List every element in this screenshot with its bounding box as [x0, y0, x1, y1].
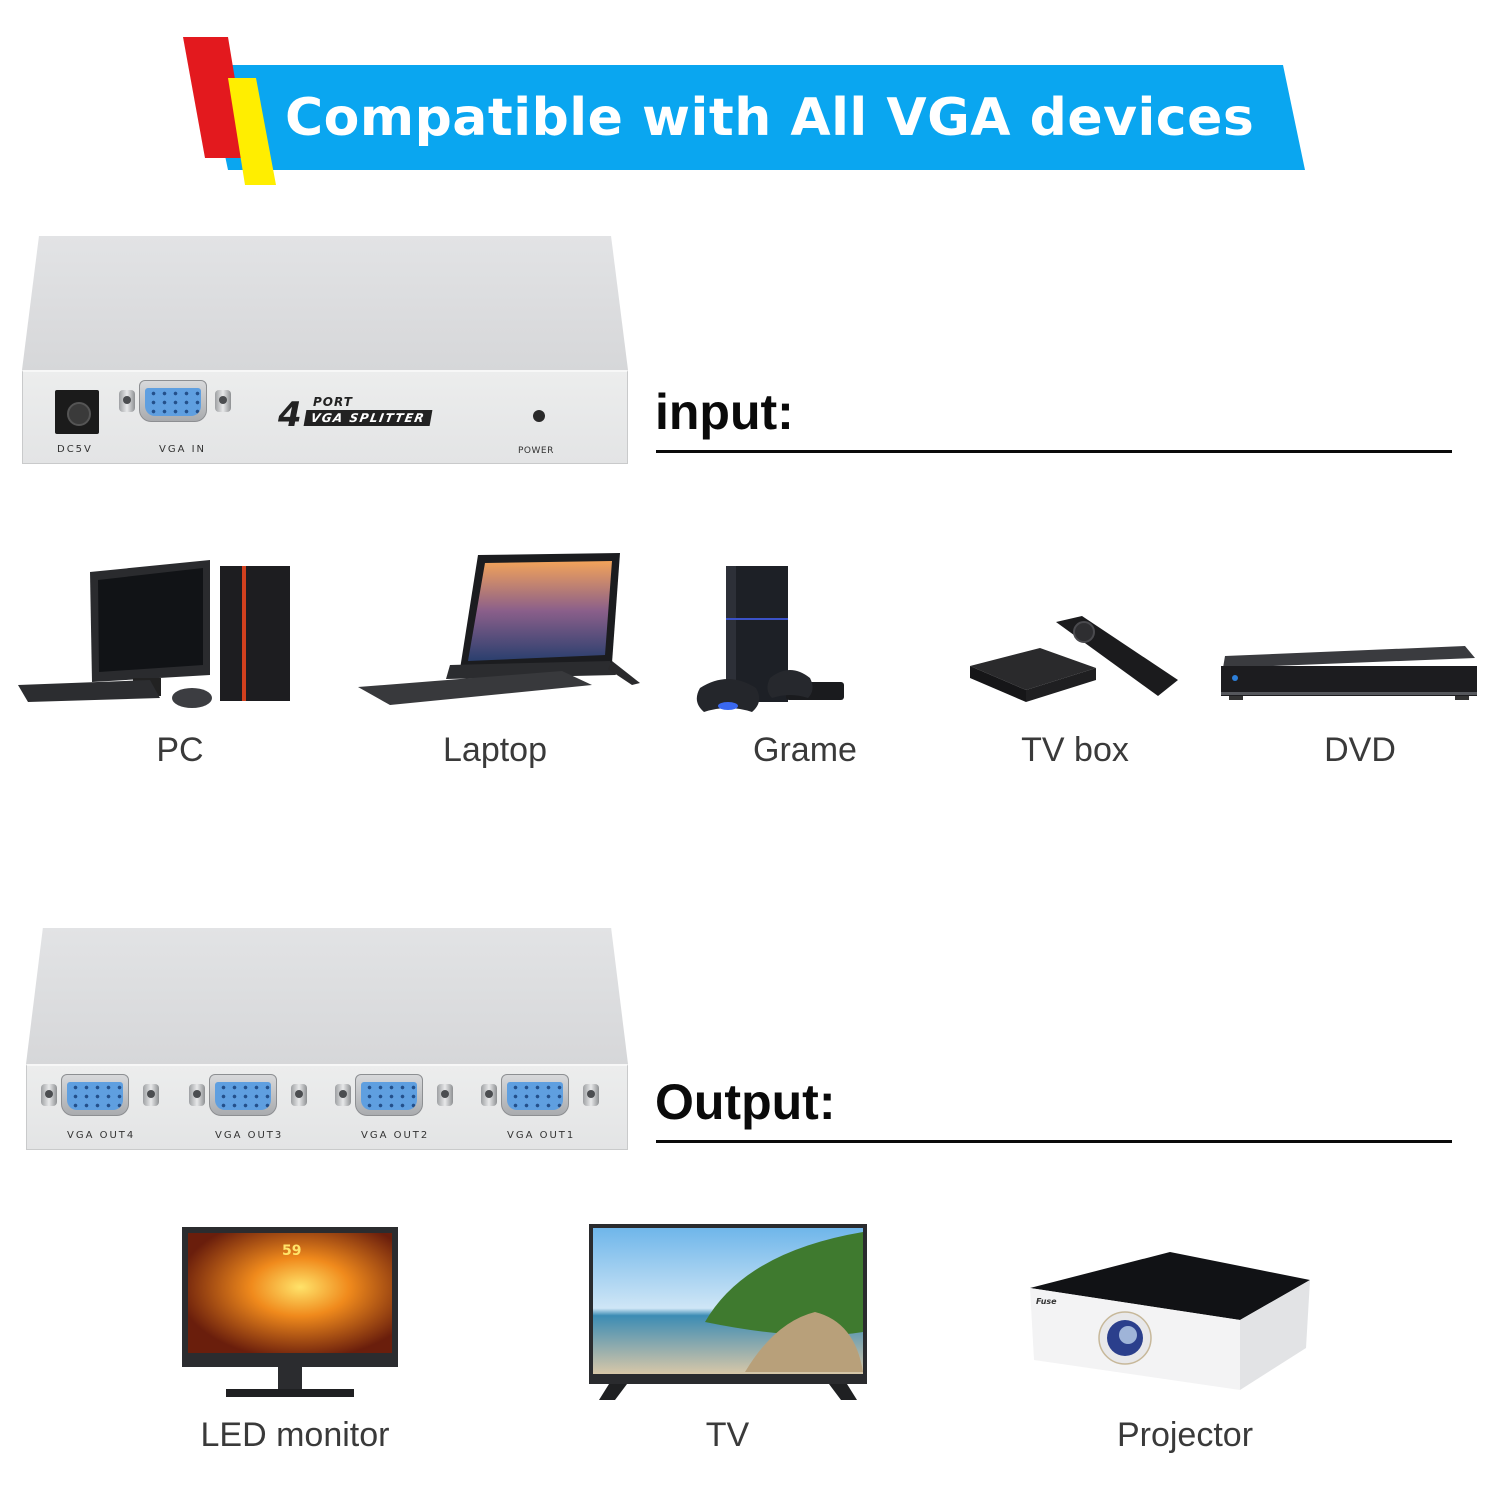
input-device-label: DVD	[1324, 731, 1396, 769]
dc-jack-label: DC5V	[57, 444, 93, 455]
projector-brand: Fuse	[1036, 1297, 1057, 1306]
vga-in-label: VGA IN	[159, 444, 207, 455]
output-device-projector: Fuse Projector	[1020, 1240, 1320, 1465]
power-label: POWER	[518, 446, 554, 456]
tv-box-icon	[970, 616, 1178, 702]
vga-out1-label: VGA OUT1	[507, 1130, 576, 1141]
input-device-label: TV box	[1021, 731, 1129, 769]
vga-out4-port-icon	[41, 1074, 171, 1124]
input-device-game: Grame	[690, 560, 920, 780]
input-device-pc: PC	[10, 550, 300, 780]
splitter-top-panel	[26, 928, 628, 1064]
output-device-label: TV	[705, 1416, 750, 1454]
logo-product: VGA SPLITTER	[303, 410, 433, 426]
logo-number: 4	[278, 395, 302, 435]
vga-out2-label: VGA OUT2	[361, 1130, 430, 1141]
desktop-pc-icon	[18, 560, 290, 708]
output-device-led-monitor: 59 LED monitor	[170, 1225, 420, 1465]
input-device-label: Laptop	[443, 731, 547, 769]
input-device-dvd: DVD	[1215, 640, 1485, 780]
input-device-label: Grame	[753, 731, 857, 769]
output-heading: Output:	[655, 1074, 836, 1130]
vga-out2-port-icon	[335, 1074, 465, 1124]
vga-out4-label: VGA OUT4	[67, 1130, 136, 1141]
splitter-input-side: DC5V VGA IN 4 PORT VGA SPLITTER POWER	[22, 236, 628, 464]
banner-shapes	[183, 37, 1305, 185]
input-heading: input:	[655, 384, 794, 440]
input-device-laptop: Laptop	[350, 545, 640, 780]
vga-out1-port-icon	[481, 1074, 611, 1124]
splitter-front-panel: DC5V VGA IN 4 PORT VGA SPLITTER POWER	[22, 370, 628, 464]
led-monitor-icon: 59	[182, 1227, 398, 1397]
game-console-icon	[696, 566, 844, 712]
banner-title: Compatible with All VGA devices	[285, 88, 1255, 148]
output-device-tv: TV	[585, 1222, 870, 1465]
dc-power-jack-icon	[55, 390, 99, 434]
banner: Compatible with All VGA devices	[0, 0, 1500, 200]
tv-icon	[589, 1224, 867, 1400]
splitter-top-panel	[22, 236, 628, 370]
logo-port: PORT	[313, 395, 353, 409]
splitter-rear-panel: VGA OUT4 VGA OUT3 VGA OUT2 VGA OUT1	[26, 1064, 628, 1150]
laptop-icon	[358, 553, 640, 705]
dvd-player-icon	[1221, 646, 1477, 700]
monitor-score: 59	[282, 1243, 301, 1259]
input-device-tv-box: TV box	[960, 610, 1190, 780]
projector-icon: Fuse	[1030, 1252, 1310, 1390]
splitter-output-side: VGA OUT4 VGA OUT3 VGA OUT2 VGA OUT1	[26, 928, 628, 1150]
output-heading-underline	[656, 1140, 1452, 1143]
input-heading-underline	[656, 450, 1452, 453]
input-device-label: PC	[156, 731, 204, 769]
vga-in-port-icon	[119, 380, 249, 430]
output-device-label: LED monitor	[200, 1416, 390, 1454]
vga-out3-port-icon	[189, 1074, 319, 1124]
output-device-label: Projector	[1116, 1416, 1254, 1454]
power-led-icon	[533, 410, 545, 422]
vga-out3-label: VGA OUT3	[215, 1130, 284, 1141]
